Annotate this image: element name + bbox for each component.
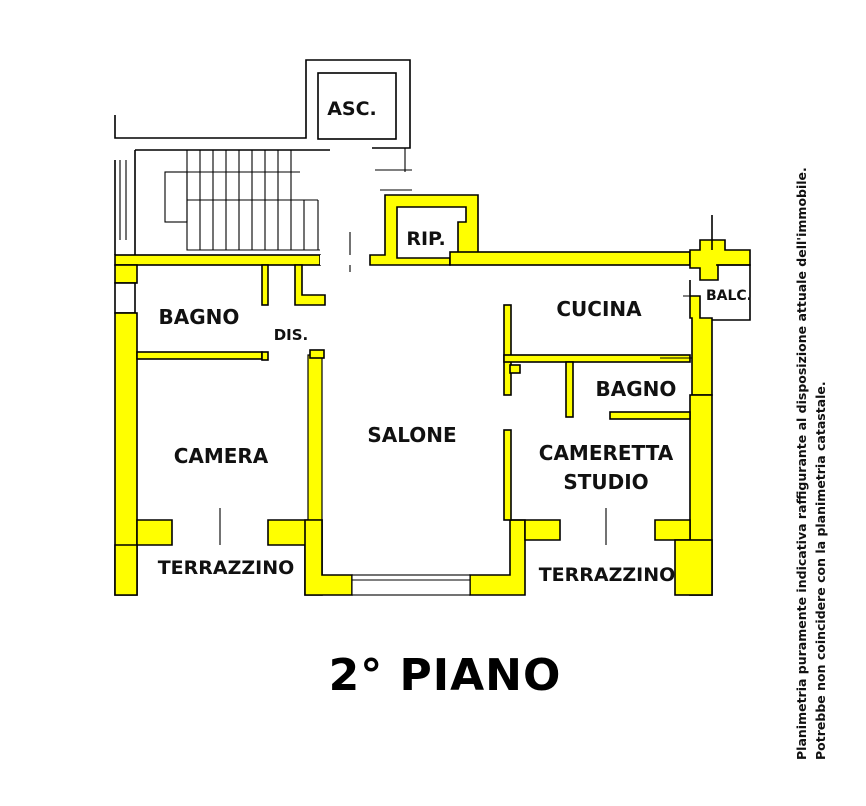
floor-title: 2° PIANO <box>328 650 562 701</box>
label-studio: STUDIO <box>563 470 648 494</box>
elevator-box <box>317 72 397 140</box>
stairwell-outline <box>114 59 412 255</box>
disclaimer-line-2: Potrebbe non coincidere con la planimetr… <box>813 381 828 760</box>
label-bagno-left: BAGNO <box>159 305 240 329</box>
label-cucina: CUCINA <box>556 297 642 321</box>
walls <box>114 194 751 596</box>
label-bagno-right: BAGNO <box>596 377 677 401</box>
label-camera: CAMERA <box>174 444 269 468</box>
disclaimer-line-1: Planimetria puramente indicativa raffigu… <box>794 167 809 760</box>
door-marks <box>219 357 692 596</box>
label-dis: DIS. <box>274 326 309 344</box>
label-salone: SALONE <box>367 423 456 447</box>
label-cameretta: CAMERETTA <box>539 441 674 465</box>
disclaimer-note: Planimetria puramente indicativa raffigu… <box>792 167 830 760</box>
label-terrazzino-left: TERRAZZINO <box>158 557 295 579</box>
label-balc: BALC. <box>706 288 752 304</box>
staircase <box>164 150 351 272</box>
label-asc: ASC. <box>327 98 377 120</box>
label-terrazzino-right: TERRAZZINO <box>539 564 676 586</box>
label-rip: RIP. <box>406 228 445 250</box>
